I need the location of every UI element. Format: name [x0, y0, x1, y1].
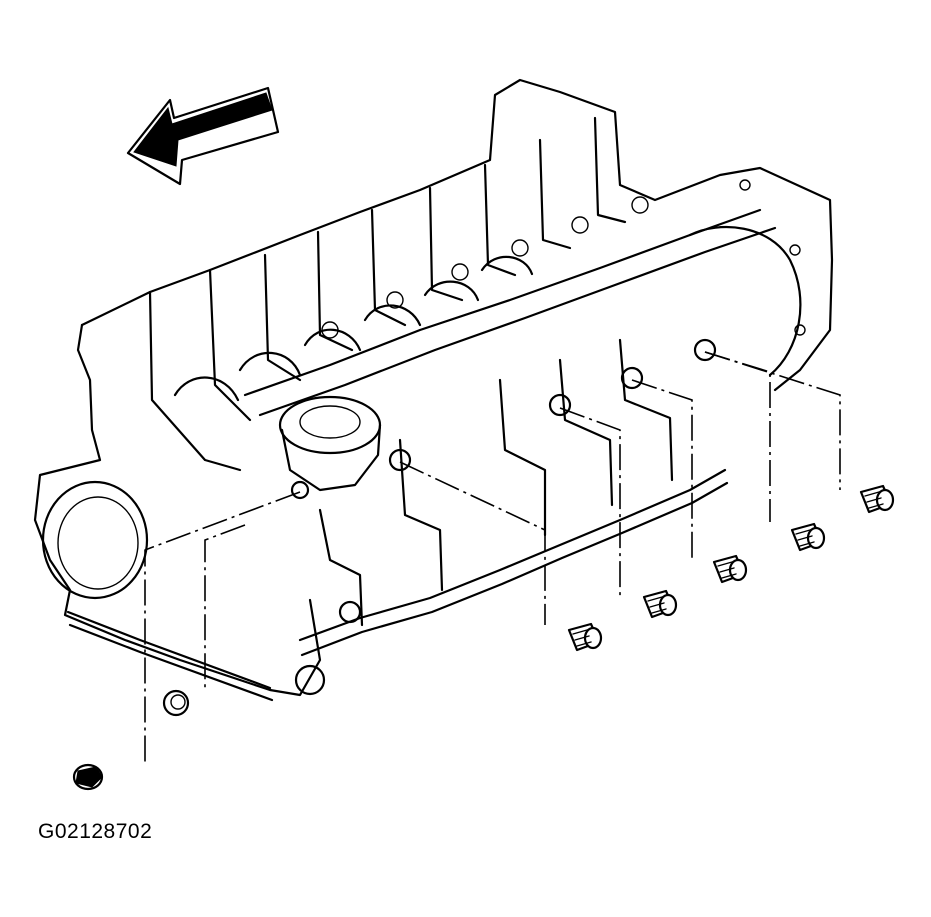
oil-gallery-plugs [72, 484, 895, 791]
oil-gallery-plug-icon [790, 522, 826, 552]
engine-block [33, 78, 834, 702]
figure-id-label: G02128702 [38, 820, 153, 843]
oil-gallery-plug-icon [72, 763, 104, 791]
oil-gallery-plug-icon [859, 484, 895, 514]
front-direction-arrow-icon [126, 86, 280, 186]
leader-lines [144, 351, 841, 765]
oil-gallery-plug-icon [712, 554, 748, 584]
oil-gallery-plug-icon [567, 622, 603, 652]
oil-gallery-plug-icon [642, 589, 678, 619]
oil-gallery-plug-icon [162, 689, 190, 717]
